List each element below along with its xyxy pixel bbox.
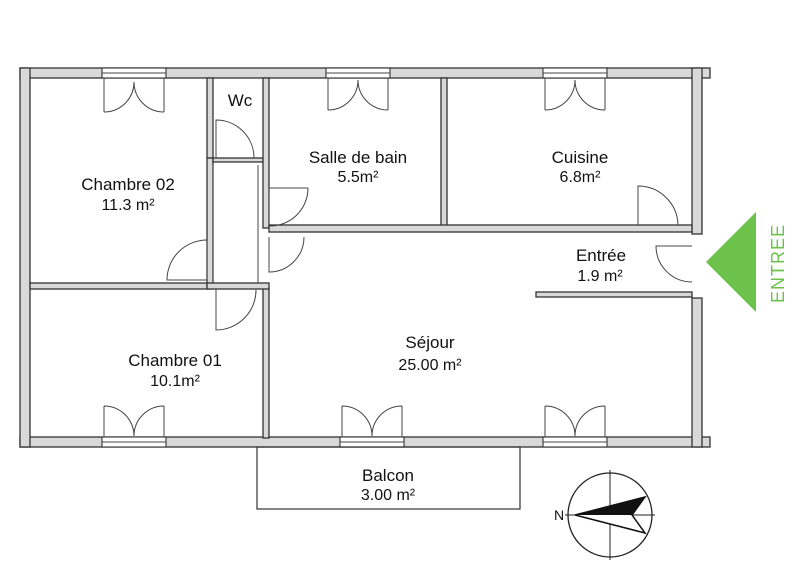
room-name-entree: Entrée bbox=[576, 246, 626, 265]
room-area-sejour: 25.00 m² bbox=[398, 357, 462, 374]
wall-entree-sejour bbox=[535, 291, 693, 298]
wall-chambre02-wc bbox=[206, 77, 214, 159]
room-area-chambre01: 10.1m² bbox=[150, 373, 200, 390]
room-name-cuisine: Cuisine bbox=[552, 148, 609, 167]
room-name-sejour: Séjour bbox=[405, 333, 454, 352]
door-sejour bbox=[268, 236, 305, 273]
door-chambre02 bbox=[166, 239, 208, 281]
wall-chambre02-corridor bbox=[206, 157, 214, 289]
wall-sdb-cuisine bbox=[440, 77, 448, 229]
window-salle-de-bain bbox=[325, 67, 391, 111]
door-chambre01 bbox=[215, 289, 257, 331]
door-entree bbox=[655, 245, 693, 283]
room-area-chambre02: 11.3 m² bbox=[101, 197, 155, 214]
window-sejour-right bbox=[542, 405, 608, 448]
outer-wall-right-upper bbox=[691, 67, 703, 235]
room-area-cuisine: 6.8m² bbox=[560, 169, 602, 186]
compass-north-label: N bbox=[554, 507, 564, 523]
wall-wc-bottom bbox=[212, 157, 264, 163]
room-area-salle-de-bain: 5.5m² bbox=[338, 169, 380, 186]
room-name-wc: Wc bbox=[228, 91, 253, 110]
door-wc bbox=[215, 119, 255, 159]
door-salle-de-bain bbox=[268, 187, 309, 227]
wall-chambre01-sejour bbox=[262, 287, 270, 439]
wall-upper-rooms-sejour bbox=[268, 224, 693, 233]
window-cuisine bbox=[542, 67, 608, 111]
window-chambre01 bbox=[101, 405, 167, 448]
room-name-chambre01: Chambre 01 bbox=[128, 351, 222, 370]
balcon-outline bbox=[256, 446, 521, 510]
room-name-balcon: Balcon bbox=[362, 466, 414, 485]
room-area-entree: 1.9 m² bbox=[577, 268, 623, 285]
room-area-balcon: 3.00 m² bbox=[361, 487, 416, 504]
outer-wall-left bbox=[19, 67, 31, 448]
compass-icon bbox=[565, 470, 655, 560]
window-chambre02 bbox=[101, 67, 167, 113]
outer-wall-right-lower bbox=[691, 297, 703, 448]
entrance-arrow-icon bbox=[706, 212, 756, 312]
door-cuisine bbox=[637, 185, 679, 226]
wall-corridor-bottom bbox=[206, 282, 270, 290]
window-sejour-left bbox=[339, 405, 405, 448]
wall-chambres-divider bbox=[29, 282, 211, 290]
room-name-chambre02: Chambre 02 bbox=[81, 175, 175, 194]
entrance-label: ENTREE bbox=[768, 224, 788, 303]
room-name-salle-de-bain: Salle de bain bbox=[309, 148, 407, 167]
wall-wc-sdb bbox=[262, 77, 270, 229]
